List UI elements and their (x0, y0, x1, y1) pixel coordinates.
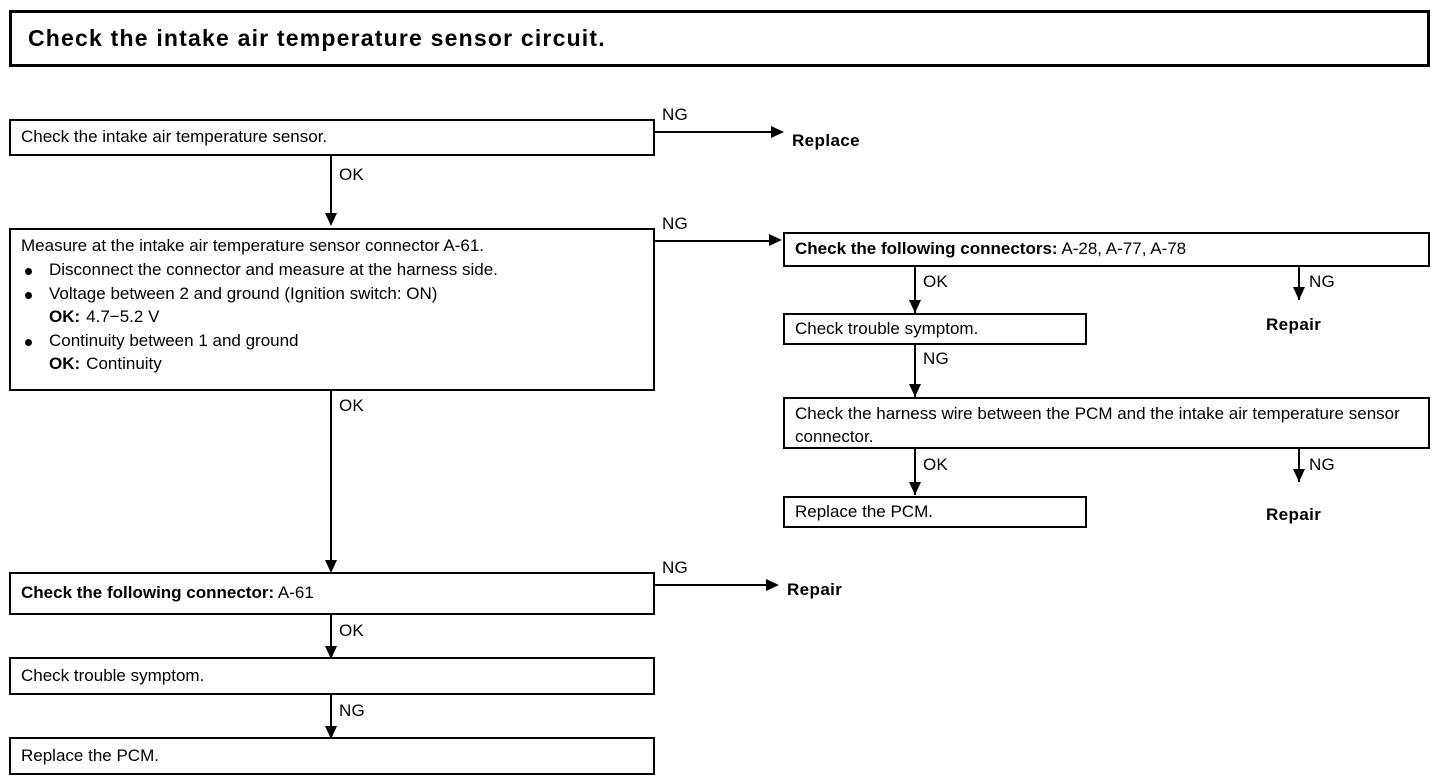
node-check-connector-a61-strong: Check the following connector: (21, 583, 275, 603)
edge-label-ng-trouble-right: NG (923, 349, 949, 368)
edge-arrow-ng-harness (1293, 469, 1305, 482)
node-check-harness-wire-label: Check the harness wire between the PCM a… (795, 404, 1400, 446)
node-measure-connector[interactable]: Measure at the intake air temperature se… (9, 228, 655, 391)
node-check-connector-a61-label: Check the following connector: A-61 (21, 582, 314, 605)
edge-stub-ng-measure (653, 228, 655, 242)
edge-arrow-ok-harness (909, 482, 921, 495)
edge-arrow-ng-connectors-multi (1293, 287, 1305, 300)
edge-label-ng-measure: NG (662, 214, 688, 233)
node-measure-bullet-3: Continuity between 1 and ground OK:Conti… (21, 330, 643, 376)
node-check-trouble-symptom-right[interactable]: Check trouble symptom. (783, 313, 1087, 345)
node-check-sensor-label: Check the intake air temperature sensor. (21, 127, 328, 147)
edge-label-ok-connector-a61: OK (339, 621, 364, 640)
node-replace-pcm-right[interactable]: Replace the PCM. (783, 496, 1087, 528)
node-replace-pcm-left-label: Replace the PCM. (21, 745, 159, 765)
edge-arrow-ng-sensor (771, 126, 784, 138)
bullet-dot-icon (25, 338, 32, 346)
node-check-harness-wire[interactable]: Check the harness wire between the PCM a… (783, 397, 1430, 449)
node-replace-pcm-right-label: Replace the PCM. (795, 501, 933, 521)
ok-value: Continuity (86, 353, 162, 373)
node-measure-bullet-1: Disconnect the connector and measure at … (21, 259, 643, 282)
terminal-replace: Replace (792, 131, 861, 150)
edge-arrow-ng-trouble-left (325, 726, 337, 739)
terminal-repair-top: Repair (1266, 315, 1322, 334)
edge-label-ok-harness: OK (923, 455, 948, 474)
edge-line-ng-trouble-right (914, 345, 916, 397)
edge-label-ng-harness: NG (1309, 455, 1335, 474)
edge-arrow-ng-connector-a61 (766, 579, 779, 591)
edge-line-ok-measure (330, 391, 332, 566)
page-title: Check the intake air temperature sensor … (28, 24, 606, 51)
edge-label-ok-measure: OK (339, 396, 364, 415)
edge-label-ng-connectors-multi: NG (1309, 272, 1335, 291)
node-check-connector-a61-value: A-61 (277, 583, 314, 603)
node-replace-pcm-left[interactable]: Replace the PCM. (9, 737, 655, 775)
node-check-connectors-multi-strong: Check the following connectors: (795, 239, 1058, 259)
edge-arrow-ok-sensor (325, 213, 337, 226)
edge-stub-ng-sensor (653, 119, 655, 133)
edge-label-ok-connectors-multi: OK (923, 272, 948, 291)
edge-arrow-ng-trouble-right (909, 384, 921, 397)
edge-line-ng-sensor (653, 131, 775, 133)
edge-line-ok-sensor (330, 156, 332, 218)
edge-label-ok-sensor: OK (339, 165, 364, 184)
edge-line-ok-connectors-multi (914, 267, 916, 313)
node-measure-bullet-3-spec: OK:Continuity (49, 353, 643, 376)
edge-line-ok-harness (914, 449, 916, 495)
edge-line-ng-measure (653, 240, 771, 242)
node-check-connector-a61[interactable]: Check the following connector: A-61 (9, 572, 655, 615)
edge-line-ng-harness (1298, 449, 1300, 482)
node-measure-bullet-2-spec: OK:4.7−5.2 V (49, 306, 643, 329)
terminal-repair-mid: Repair (1266, 505, 1322, 524)
edge-line-ng-connectors-multi (1298, 267, 1300, 300)
node-measure-bullet-2-text: Voltage between 2 and ground (Ignition s… (49, 283, 438, 303)
edge-label-ng-trouble-left: NG (339, 701, 365, 720)
edge-label-ng-sensor: NG (662, 105, 688, 124)
node-measure-bullet-2: Voltage between 2 and ground (Ignition s… (21, 283, 643, 329)
node-measure-bullet-list: Disconnect the connector and measure at … (21, 259, 643, 376)
edge-line-ng-trouble-left (330, 695, 332, 733)
edge-arrow-ng-measure (769, 234, 782, 246)
edge-arrow-ok-measure (325, 560, 337, 573)
page-title-box: Check the intake air temperature sensor … (9, 10, 1430, 67)
ok-label: OK: (49, 353, 81, 373)
node-check-connectors-multi-label: Check the following connectors: A-28, A-… (795, 238, 1186, 261)
edge-line-ok-connector-a61 (330, 615, 332, 653)
node-check-trouble-symptom-right-label: Check trouble symptom. (795, 318, 979, 338)
bullet-dot-icon (25, 267, 32, 275)
ok-label: OK: (49, 306, 81, 326)
node-check-trouble-symptom-left[interactable]: Check trouble symptom. (9, 657, 655, 695)
edge-arrow-ok-connector-a61 (325, 646, 337, 659)
ok-value: 4.7−5.2 V (86, 306, 160, 326)
edge-line-ng-connector-a61 (653, 584, 768, 586)
node-check-connectors-multi-value: A-28, A-77, A-78 (1061, 239, 1187, 259)
node-measure-bullet-1-text: Disconnect the connector and measure at … (49, 259, 498, 279)
edge-stub-ng-connector-a61 (653, 572, 655, 586)
node-check-trouble-symptom-left-label: Check trouble symptom. (21, 665, 205, 685)
edge-arrow-ok-connectors-multi (909, 300, 921, 313)
node-measure-heading: Measure at the intake air temperature se… (21, 236, 485, 255)
terminal-repair-bottom: Repair (787, 580, 843, 599)
node-check-sensor[interactable]: Check the intake air temperature sensor. (9, 119, 655, 156)
node-measure-bullet-3-text: Continuity between 1 and ground (49, 330, 299, 350)
node-check-connectors-multi[interactable]: Check the following connectors: A-28, A-… (783, 232, 1430, 267)
bullet-dot-icon (25, 291, 32, 299)
edge-label-ng-connector-a61: NG (662, 558, 688, 577)
